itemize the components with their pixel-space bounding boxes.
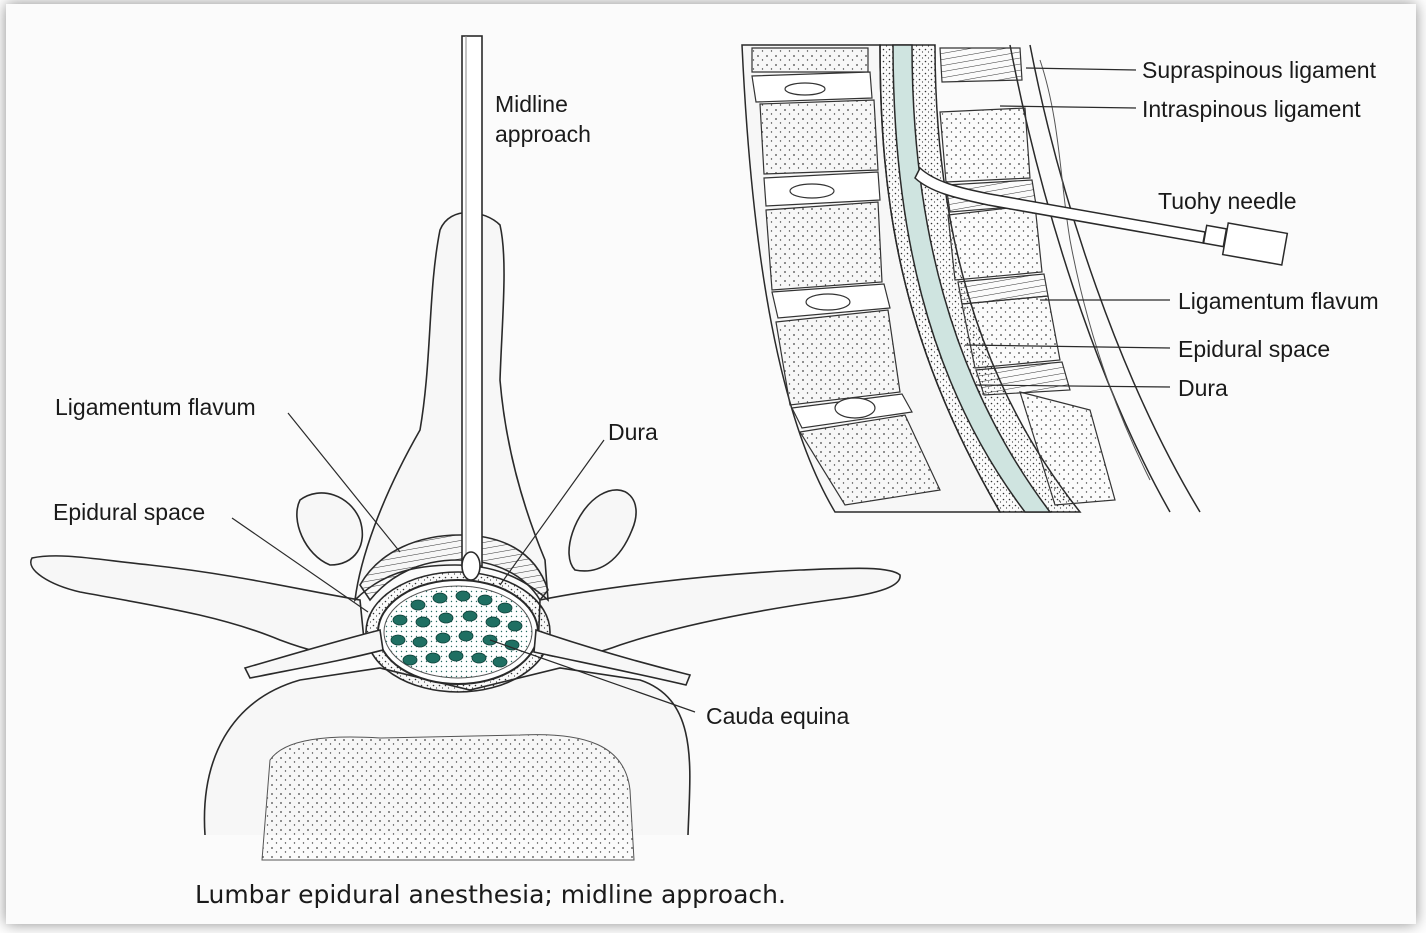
left-transverse-process — [31, 556, 365, 655]
label-supraspinous-ligament: Supraspinous ligament — [1142, 56, 1376, 86]
label-ligamentum-flavum-cross: Ligamentum flavum — [55, 393, 256, 423]
label-midline-approach-line2: approach — [495, 120, 591, 150]
vertebral-body-cancellous — [262, 735, 634, 860]
midline-needle — [462, 36, 482, 580]
label-midline-approach-line1: Midline — [495, 90, 568, 120]
label-ligamentum-flavum-sagittal: Ligamentum flavum — [1178, 287, 1379, 317]
label-tuohy-needle: Tuohy needle — [1158, 187, 1297, 217]
label-dura-cross: Dura — [608, 418, 658, 448]
figure-caption: Lumbar epidural anesthesia; midline appr… — [195, 880, 786, 909]
label-epidural-space-cross: Epidural space — [53, 498, 205, 528]
label-epidural-space-sagittal: Epidural space — [1178, 335, 1330, 365]
label-dura-sagittal: Dura — [1178, 374, 1228, 404]
label-cauda-equina: Cauda equina — [706, 702, 849, 732]
left-articular-process — [297, 493, 362, 565]
right-transverse-process — [538, 568, 900, 657]
right-articular-process — [569, 490, 636, 571]
label-intraspinous-ligament: Intraspinous ligament — [1142, 95, 1361, 125]
